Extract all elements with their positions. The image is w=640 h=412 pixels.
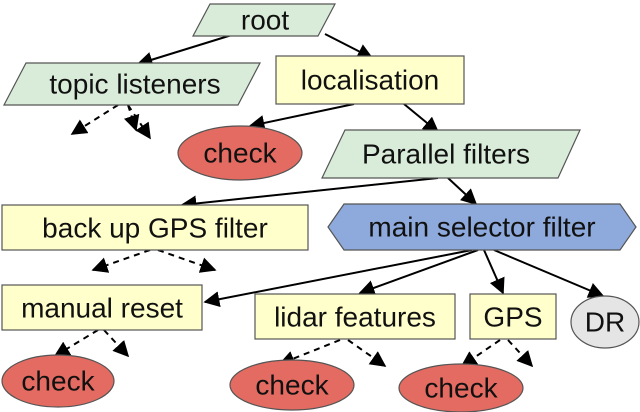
- edge-parallel-filters-backup-gps: [180, 177, 439, 212]
- edge-main-selector-dr: [493, 249, 605, 298]
- node-manual-reset-shape: [1, 284, 203, 331]
- node-localisation: localisation: [275, 55, 465, 105]
- node-dr-label: DR: [585, 307, 625, 338]
- edge-gps-dashed-left: [460, 339, 501, 367]
- edge-manual-reset-dashed-right: [103, 329, 130, 358]
- edge-backup-gps-dashed-left: [91, 249, 151, 273]
- node-parallel-filters: Parallel filters: [321, 129, 581, 179]
- node-backup-gps-filter-shape: [1, 204, 309, 251]
- node-gps: GPS: [469, 293, 557, 340]
- node-root-shape: [192, 3, 336, 37]
- edge-root-localisation: [324, 33, 374, 59]
- edge-gps-dashed-right: [507, 339, 534, 368]
- node-backup-gps-filter: back up GPS filter: [1, 204, 309, 251]
- node-gps-shape: [469, 293, 557, 340]
- edge-topic-listeners-dashed-left: [70, 104, 119, 135]
- node-lidar-features: lidar features: [254, 293, 456, 340]
- edge-manual-reset-dashed-left: [53, 329, 99, 357]
- node-parallel-filters-shape: [321, 129, 581, 179]
- edges: [53, 33, 605, 368]
- node-check-lidar: check: [229, 359, 355, 411]
- edge-parallel-filters-main-selector: [447, 177, 478, 206]
- node-parallel-filters-label: Parallel filters: [362, 139, 530, 170]
- edge-topic-listeners-dashed-right: [127, 104, 151, 140]
- edge-main-selector-manual-reset: [203, 249, 473, 308]
- node-gps-label: GPS: [483, 302, 542, 333]
- node-check-localisation: check: [177, 125, 303, 181]
- node-root-label: root: [241, 5, 289, 36]
- node-main-selector-filter: main selector filter: [327, 203, 637, 251]
- edge-localisation-parallel-filters: [403, 103, 440, 134]
- node-check-manual-reset: check: [1, 354, 115, 408]
- node-localisation-label: localisation: [301, 65, 440, 96]
- node-check-gps-shape: [398, 363, 524, 412]
- node-check-manual-reset-label: check: [21, 366, 95, 397]
- node-check-lidar-label: check: [255, 370, 329, 401]
- node-dr: DR: [570, 295, 640, 349]
- node-main-selector-filter-shape: [327, 203, 637, 251]
- node-check-lidar-shape: [229, 359, 355, 411]
- node-localisation-shape: [275, 55, 465, 105]
- node-manual-reset: manual reset: [1, 284, 203, 331]
- node-check-gps-label: check: [424, 373, 498, 404]
- edge-root-topic-listeners: [136, 33, 236, 68]
- edge-main-selector-lidar-features: [358, 249, 479, 296]
- node-check-localisation-shape: [177, 125, 303, 181]
- node-check-localisation-label: check: [203, 138, 277, 169]
- node-dr-shape: [570, 295, 640, 349]
- node-lidar-features-shape: [254, 293, 456, 340]
- node-lidar-features-label: lidar features: [274, 302, 436, 333]
- node-topic-listeners: topic listeners: [3, 62, 261, 106]
- node-manual-reset-label: manual reset: [21, 293, 183, 324]
- edge-lidar-dashed-right: [347, 339, 387, 367]
- edge-topic-listeners-dashed-mid: [123, 104, 140, 132]
- node-check-gps: check: [398, 363, 524, 412]
- node-check-manual-reset-shape: [1, 354, 115, 408]
- edge-backup-gps-dashed-right: [157, 249, 217, 273]
- edge-localisation-check: [248, 103, 355, 131]
- node-root: root: [192, 3, 336, 37]
- node-main-selector-filter-label: main selector filter: [368, 212, 595, 243]
- node-backup-gps-filter-label: back up GPS filter: [42, 213, 268, 244]
- node-topic-listeners-shape: [3, 62, 261, 106]
- edge-main-selector-gps: [483, 249, 505, 295]
- node-topic-listeners-label: topic listeners: [49, 69, 220, 100]
